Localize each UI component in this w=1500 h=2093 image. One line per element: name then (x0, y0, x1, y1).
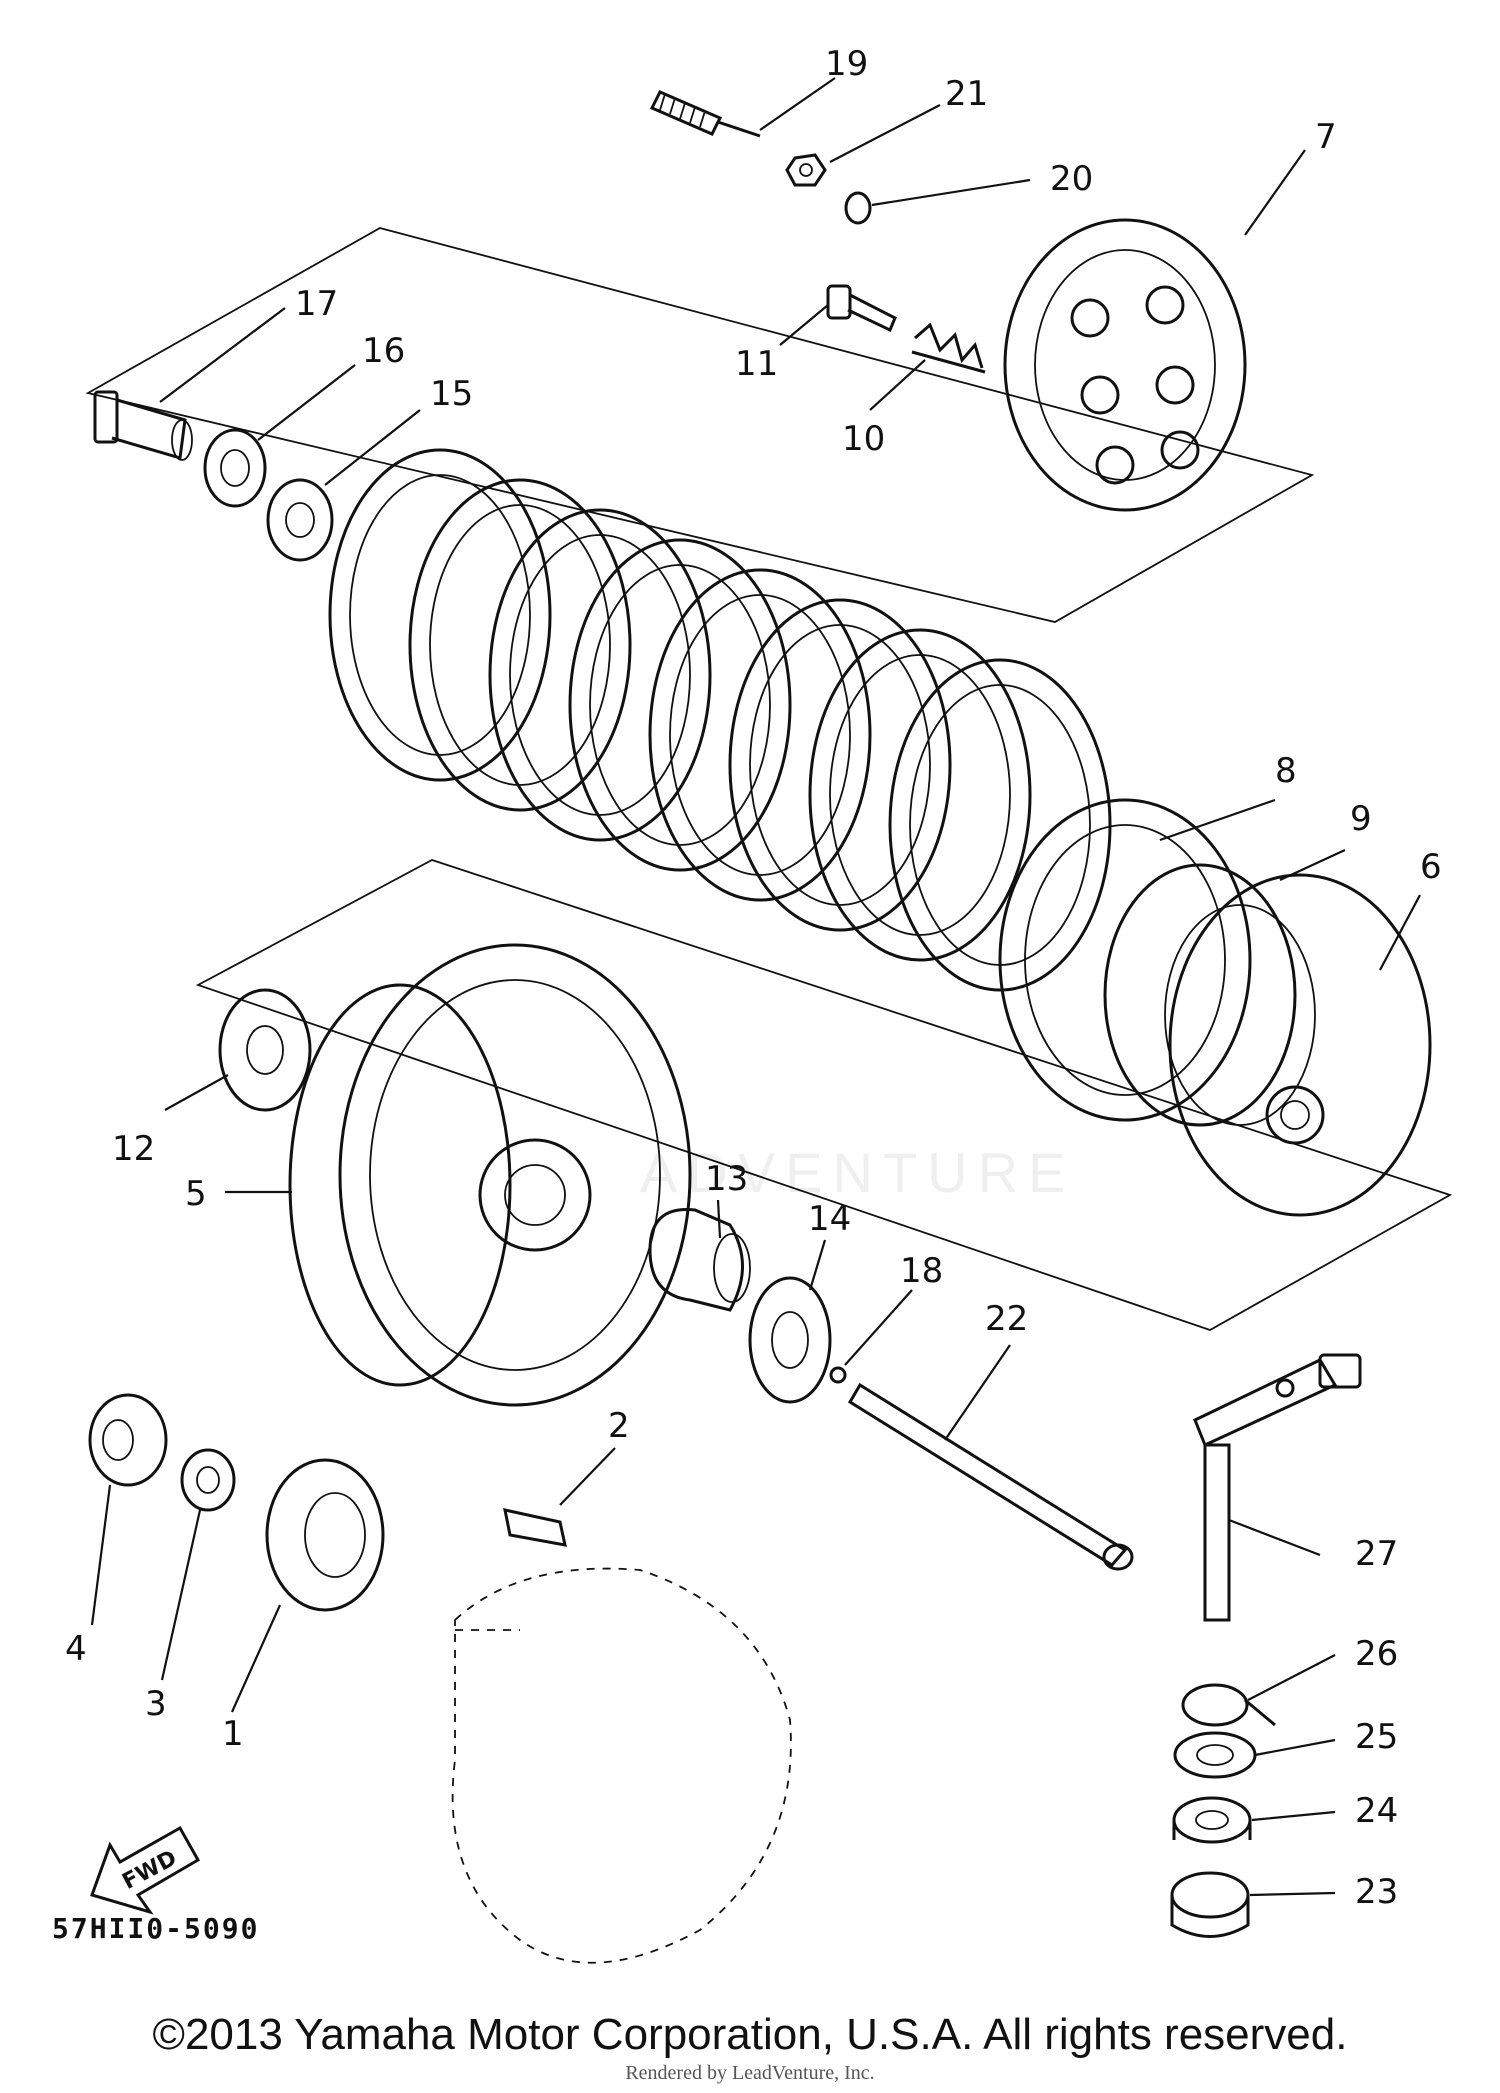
key-part (503, 1508, 567, 1547)
cushion-ring-part (1103, 863, 1297, 1127)
clutch-housing-part (288, 943, 692, 1407)
push-lever-part (1193, 1353, 1362, 1622)
callout-7: 7 (1315, 117, 1337, 157)
spacer-13-part (648, 1208, 751, 1312)
upper-frame-outline (85, 227, 1315, 623)
washer-20-part (844, 191, 872, 225)
callout-13: 13 (705, 1159, 748, 1199)
oil-seal-part (1172, 1796, 1252, 1844)
callout-15: 15 (430, 374, 473, 414)
nut-part (785, 153, 827, 187)
crankcase-cover-outline (451, 1567, 792, 1964)
callout-5: 5 (185, 1174, 207, 1214)
bolt-part (826, 284, 897, 333)
callout-26: 26 (1355, 1634, 1398, 1674)
callout-20: 20 (1050, 159, 1093, 199)
render-credit: Rendered by LeadVenture, Inc. (625, 2062, 875, 2084)
copyright-notice: ©2013 Yamaha Motor Corporation, U.S.A. A… (152, 2010, 1348, 2059)
adjusting-screw-part (649, 90, 761, 138)
callout-21: 21 (945, 74, 988, 114)
bearing-23-part (1170, 1871, 1250, 1938)
pressure-plate-part (1003, 218, 1247, 512)
fwd-arrow-icon: FWD (90, 1825, 201, 1915)
watermark-text: ADVENTURE (640, 1141, 1076, 1204)
callout-9: 9 (1350, 799, 1372, 839)
callout-4: 4 (65, 1629, 87, 1669)
leader-lines (90, 77, 1421, 1897)
callout-17: 17 (295, 284, 338, 324)
callout-18: 18 (900, 1251, 943, 1291)
callout-14: 14 (808, 1199, 851, 1239)
bearing-16-part (203, 428, 267, 508)
callout-3: 3 (145, 1684, 167, 1724)
callout-23: 23 (1355, 1872, 1398, 1912)
ball-part (829, 1366, 847, 1384)
thrust-washer-14-part (748, 1276, 832, 1404)
primary-drive-gear-part (265, 1458, 385, 1612)
friction-plate-8-part (998, 798, 1252, 1122)
callout-16: 16 (362, 331, 405, 371)
lock-washer-part (266, 478, 334, 562)
washer-25-part (1173, 1731, 1257, 1779)
callout-10: 10 (842, 419, 885, 459)
push-rod-22-part (847, 1382, 1134, 1571)
callout-19: 19 (825, 44, 868, 84)
lower-frame-outline (195, 859, 1453, 1331)
callout-1: 1 (222, 1714, 244, 1754)
callout-27: 27 (1355, 1534, 1398, 1574)
nut-4-part (88, 1393, 168, 1487)
callout-12: 12 (112, 1129, 155, 1169)
callout-11: 11 (735, 344, 778, 384)
callout-6: 6 (1420, 847, 1442, 887)
thrust-washer-12-part (218, 988, 312, 1112)
callout-22: 22 (985, 1299, 1028, 1339)
callout-labels: 19 21 20 7 11 10 17 16 15 8 9 6 12 5 13 … (65, 44, 1442, 1912)
callout-8: 8 (1275, 751, 1297, 791)
callout-25: 25 (1355, 1717, 1398, 1757)
push-rod-part (93, 390, 193, 461)
clutch-boss-part (1164, 873, 1432, 1217)
washer-3-part (180, 1448, 236, 1512)
clutch-spring-part (911, 322, 986, 374)
clutch-plate-stack (328, 448, 1112, 992)
torsion-spring-part (1181, 1683, 1276, 1727)
callout-24: 24 (1355, 1791, 1398, 1831)
diagram-code: 57HII0-5090 (52, 1912, 260, 1945)
callout-2: 2 (608, 1406, 630, 1446)
